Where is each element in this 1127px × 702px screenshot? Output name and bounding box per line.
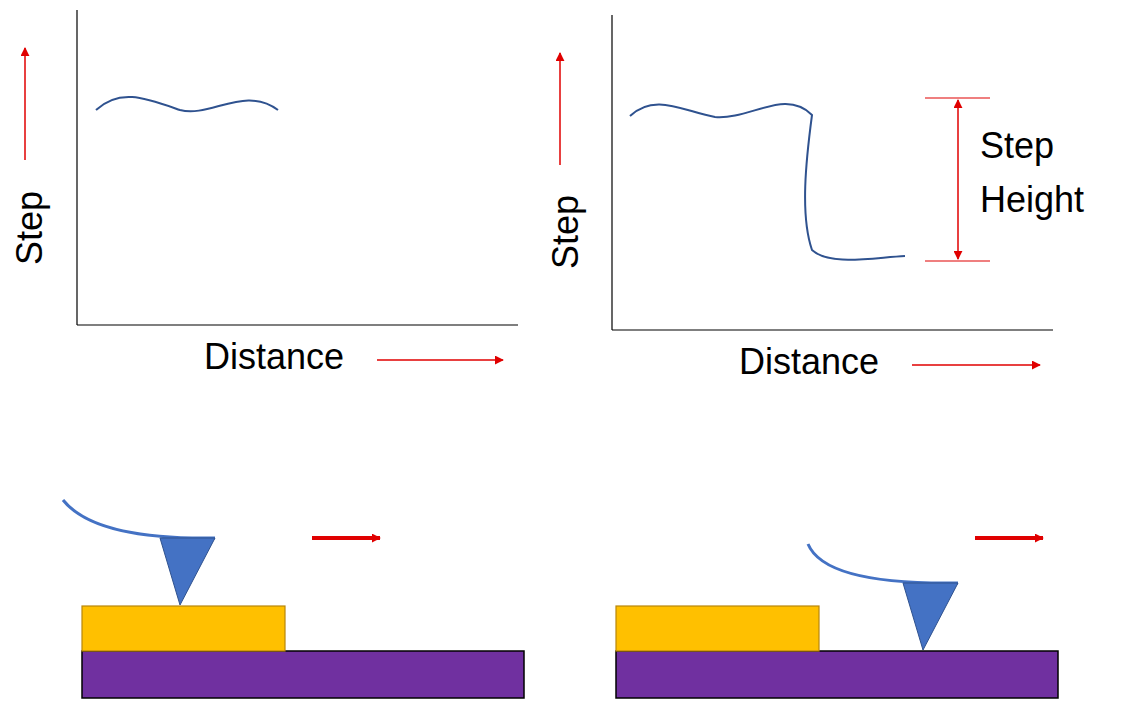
substrate [82,651,524,698]
dimension-arrow [957,180,959,259]
profile-curve [96,97,278,111]
x-axis [77,324,518,325]
y-axis [611,15,612,330]
dimension-tick [925,260,990,261]
dimension-label: Step Height [980,119,1120,227]
axis-arrow [377,359,503,361]
stylus-tip [160,538,215,605]
dimension-arrow [957,100,959,180]
axis-label: Distance [204,330,344,384]
y-axis [76,10,77,325]
axis-arrow [24,48,26,160]
cantilever [808,544,958,583]
axis-arrow [559,53,561,165]
motion-arrow [312,536,380,540]
dimension-tick [925,97,990,98]
motion-arrow [975,536,1043,540]
axis-label: Distance [739,335,879,389]
substrate [616,651,1058,698]
x-axis [612,329,1053,330]
cantilever [63,500,215,538]
axis-arrow [912,364,1040,366]
film-layer [82,606,285,651]
film-layer [616,606,819,651]
profile-curve [630,104,905,260]
axis-label: Step [3,191,57,265]
axis-label: Step [539,195,593,269]
stylus-tip [903,583,958,650]
